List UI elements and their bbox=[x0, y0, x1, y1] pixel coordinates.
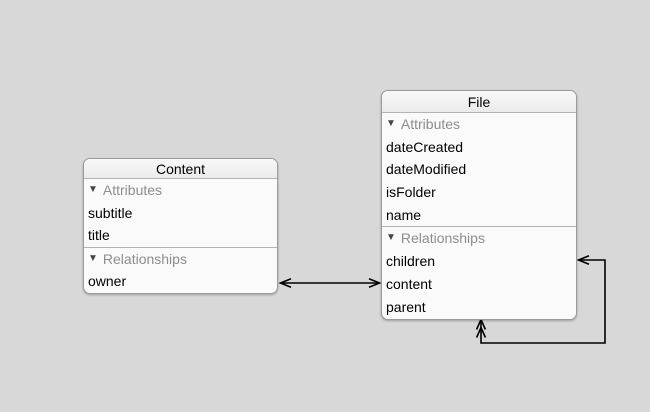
relationship-arrow-content-file[interactable] bbox=[278, 277, 382, 289]
relationship-row-children[interactable]: children bbox=[386, 253, 436, 270]
attribute-row-isFolder[interactable]: isFolder bbox=[386, 184, 436, 201]
entity-content-title[interactable]: Content bbox=[84, 159, 277, 179]
disclosure-triangle-icon[interactable]: ▼ bbox=[88, 184, 98, 196]
relationship-row-owner[interactable]: owner bbox=[88, 273, 127, 290]
entity-file[interactable]: File ▼ Attributes dateCreated dateModifi… bbox=[381, 90, 577, 320]
section-header-label: Attributes bbox=[400, 116, 461, 133]
section-header-label: Relationships bbox=[102, 250, 187, 267]
file-relationships-section: ▼ Relationships children content parent bbox=[382, 225, 576, 319]
attribute-row-name[interactable]: name bbox=[386, 206, 422, 223]
section-header-label: Attributes bbox=[102, 182, 163, 199]
section-header-label: Relationships bbox=[400, 230, 485, 247]
disclosure-triangle-icon[interactable]: ▼ bbox=[386, 118, 396, 130]
attribute-row-dateCreated[interactable]: dateCreated bbox=[386, 138, 464, 155]
relationship-row-parent[interactable]: parent bbox=[386, 299, 426, 316]
content-relationships-header[interactable]: ▼ Relationships bbox=[84, 248, 277, 271]
entity-file-title[interactable]: File bbox=[382, 91, 576, 113]
file-relationships-header[interactable]: ▼ Relationships bbox=[382, 227, 576, 250]
relationship-row-content[interactable]: content bbox=[386, 276, 432, 293]
file-attributes-header[interactable]: ▼ Attributes bbox=[382, 113, 576, 136]
content-attributes-section: ▼ Attributes subtitle title bbox=[84, 179, 277, 247]
entity-content[interactable]: Content ▼ Attributes subtitle title ▼ Re… bbox=[83, 158, 278, 294]
content-attributes-header[interactable]: ▼ Attributes bbox=[84, 179, 277, 202]
file-attributes-section: ▼ Attributes dateCreated dateModified is… bbox=[382, 113, 576, 226]
content-relationships-section: ▼ Relationships owner bbox=[84, 246, 277, 293]
disclosure-triangle-icon[interactable]: ▼ bbox=[386, 232, 396, 244]
attribute-row-title[interactable]: title bbox=[88, 227, 110, 244]
attribute-row-subtitle[interactable]: subtitle bbox=[88, 204, 133, 221]
disclosure-triangle-icon[interactable]: ▼ bbox=[88, 252, 98, 264]
attribute-row-dateModified[interactable]: dateModified bbox=[386, 161, 467, 178]
